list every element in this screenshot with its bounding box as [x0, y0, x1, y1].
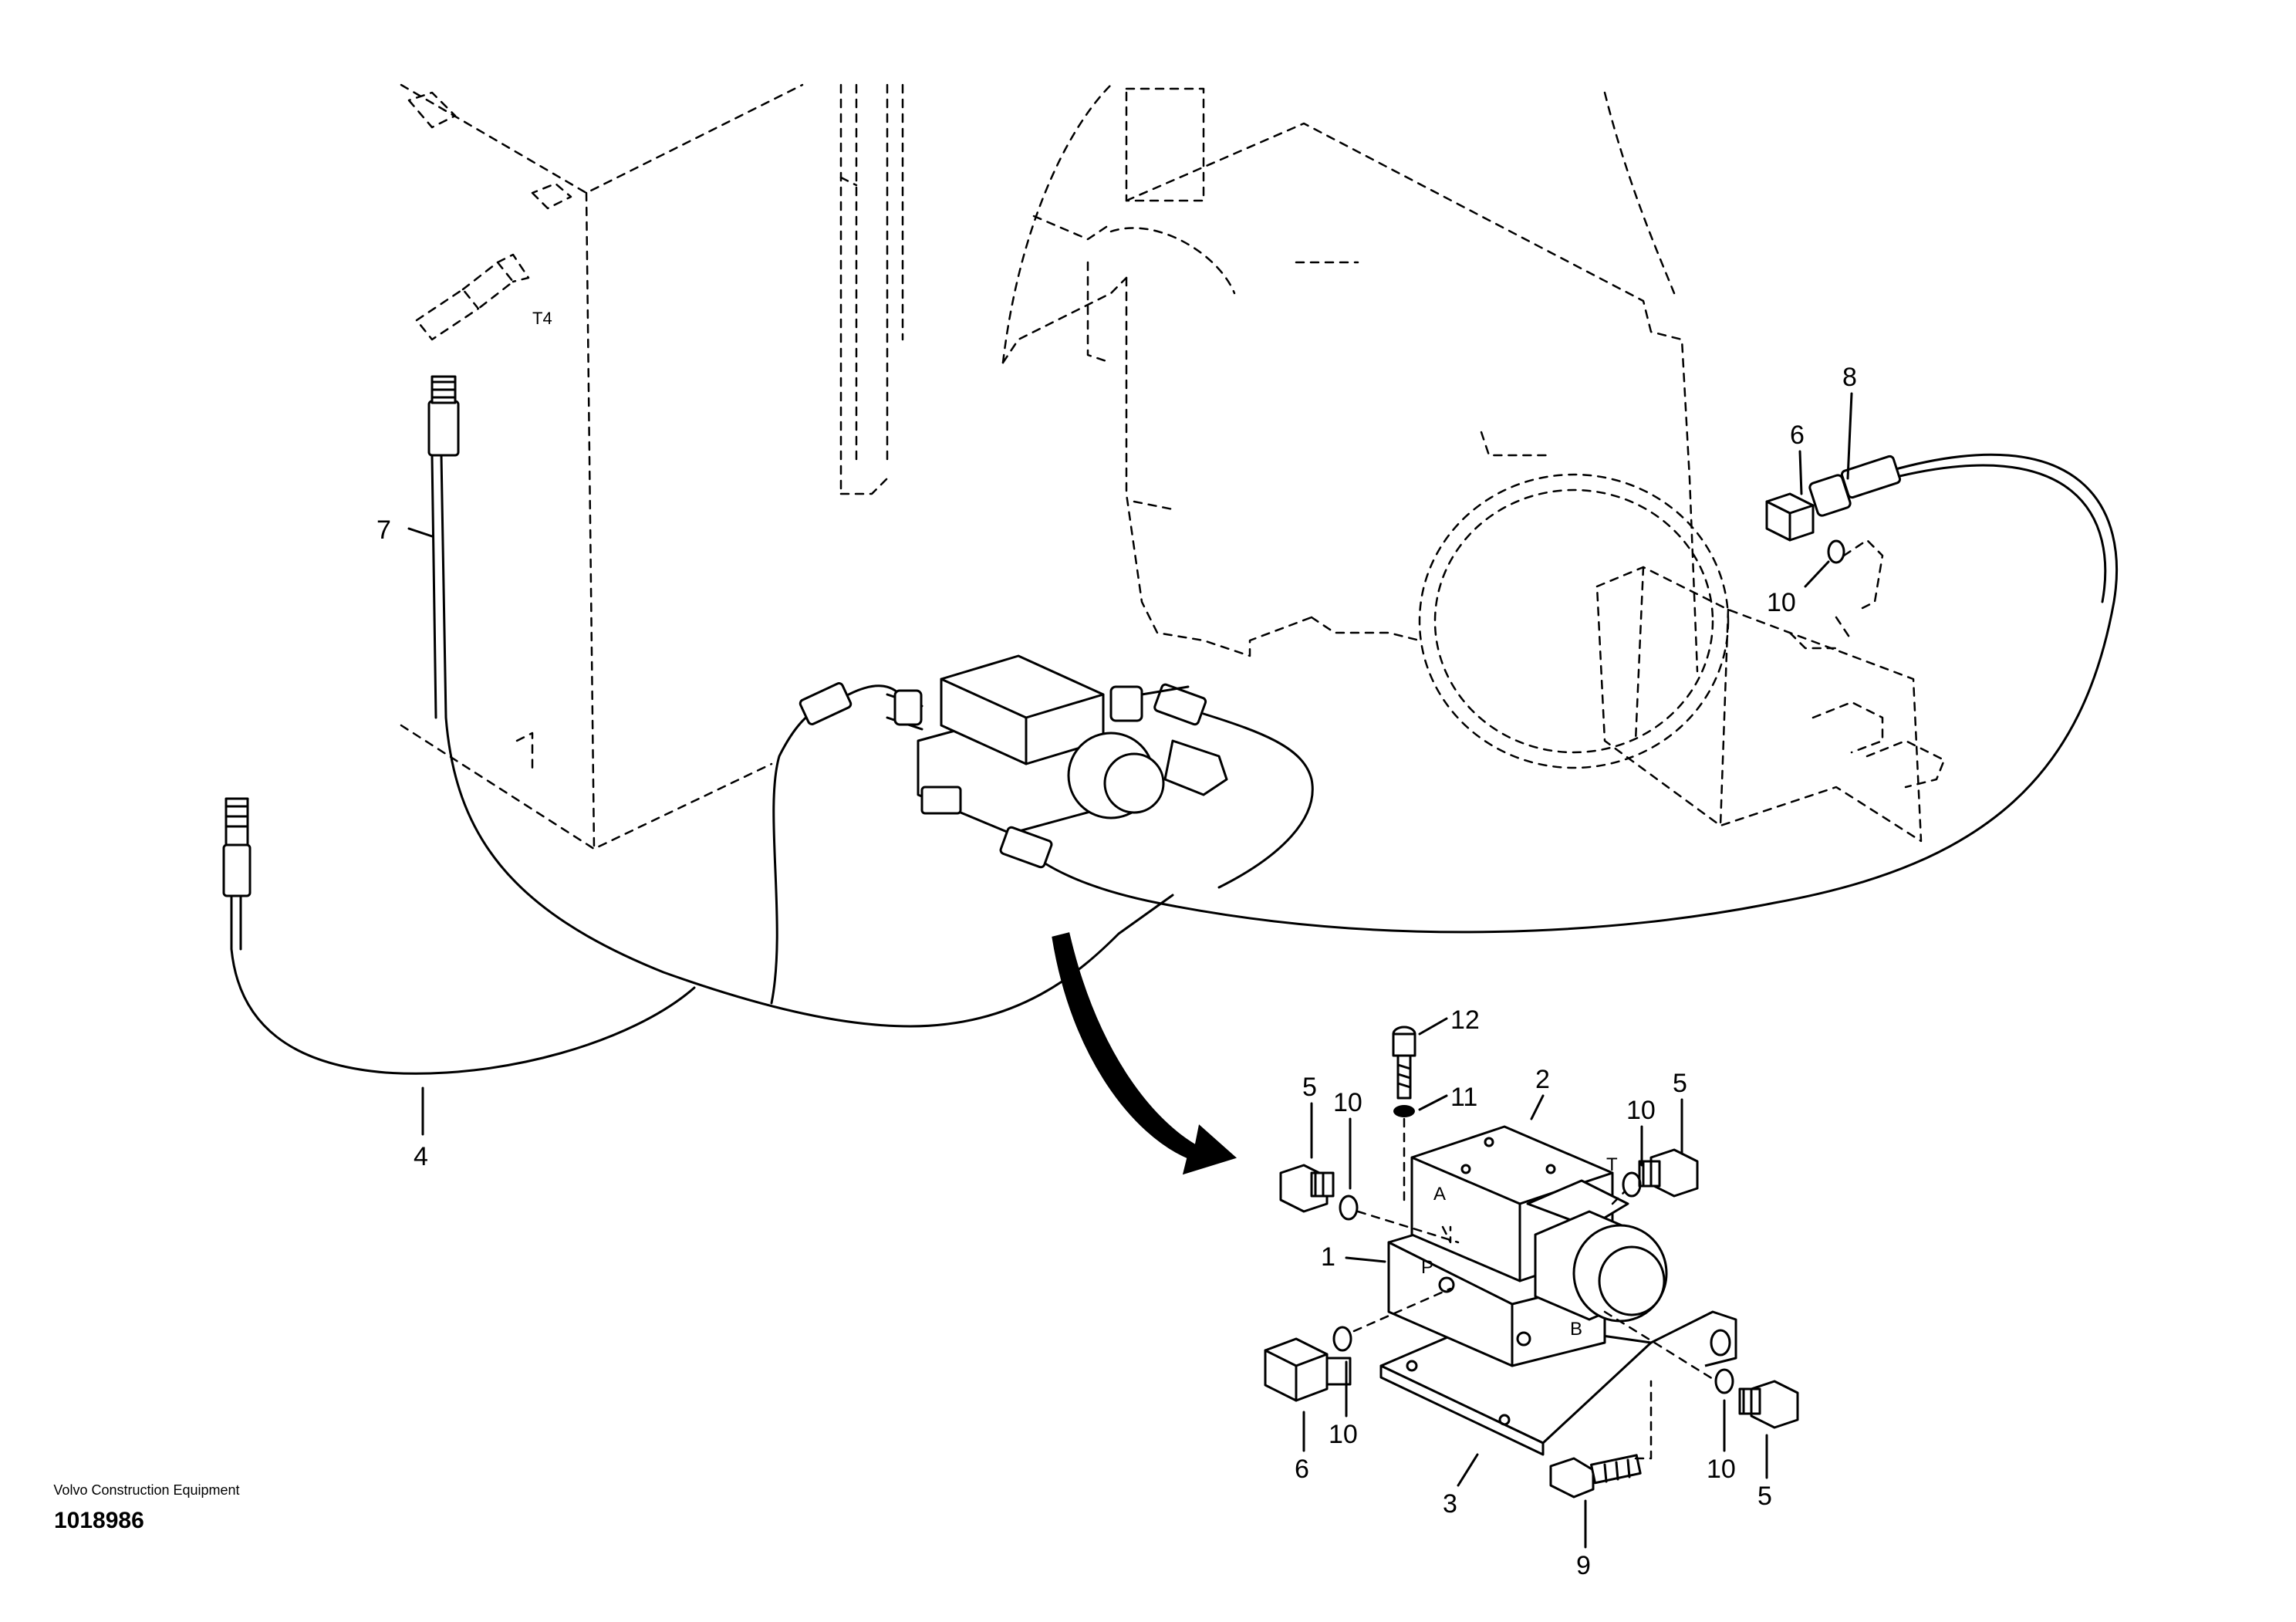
fitting-5-left	[1279, 1164, 1335, 1213]
callout-2: 2	[1535, 1065, 1550, 1094]
callout-8: 8	[1842, 363, 1857, 392]
engine-outline	[1001, 83, 1699, 673]
hose-7	[427, 375, 1174, 1028]
installed-valve-assembly	[886, 654, 1228, 869]
machine-frame-outline	[400, 83, 904, 850]
o-rings	[1332, 539, 1845, 1394]
fitting-5-right-bottom	[1738, 1380, 1799, 1429]
t4-elbow-fitting: T4	[415, 253, 552, 341]
callout-3: 3	[1443, 1489, 1457, 1519]
manufacturer-label: Volvo Construction Equipment	[53, 1482, 240, 1498]
document-number: 1018986	[54, 1508, 144, 1533]
callout-10-upper: 10	[1767, 588, 1796, 617]
callout-11: 11	[1450, 1083, 1477, 1112]
port-b-label: B	[1570, 1319, 1582, 1340]
callout-6-upper: 6	[1790, 421, 1805, 450]
bolt-9	[1549, 1454, 1642, 1499]
callout-7: 7	[376, 515, 391, 545]
callout-numbers: 12 11 2 5 10 10 5 1 10 6 3 10 5 9 8 6 10…	[376, 363, 1857, 1580]
callout-10-lower-left: 10	[1329, 1420, 1358, 1449]
pump-outline	[1418, 473, 1946, 843]
callout-10-left: 10	[1333, 1088, 1362, 1117]
mounting-screw	[1392, 1026, 1416, 1100]
port-t-label: T	[1606, 1154, 1618, 1175]
callout-10-right: 10	[1626, 1096, 1656, 1125]
callout-4: 4	[414, 1142, 428, 1171]
hose-manifold-right	[1153, 683, 1314, 889]
callout-1: 1	[1321, 1242, 1335, 1272]
callout-5-left: 5	[1302, 1073, 1317, 1102]
detail-arrow	[1052, 932, 1237, 1175]
callout-12: 12	[1450, 1005, 1480, 1035]
tag-t4: T4	[532, 309, 552, 328]
callout-5-lower-right: 5	[1757, 1482, 1772, 1511]
fitting-5-right-top	[1638, 1148, 1699, 1198]
fitting-6-upper	[1765, 492, 1815, 542]
port-p-label: P	[1421, 1257, 1433, 1278]
washer-11	[1393, 1105, 1415, 1117]
hose-manifold-left	[770, 682, 904, 1005]
callout-5-right: 5	[1673, 1069, 1687, 1098]
footer: Volvo Construction Equipment 1018986	[46, 1482, 247, 1534]
callout-10-lower-right: 10	[1707, 1455, 1736, 1484]
leader-lines	[407, 392, 1853, 1549]
exploded-detail-view: A P T B	[1264, 492, 1845, 1499]
port-a-label: A	[1433, 1184, 1446, 1205]
callout-6-lower: 6	[1295, 1455, 1309, 1484]
hose-8	[1025, 453, 2118, 934]
hose-4	[222, 797, 696, 1075]
callout-9: 9	[1576, 1551, 1591, 1580]
